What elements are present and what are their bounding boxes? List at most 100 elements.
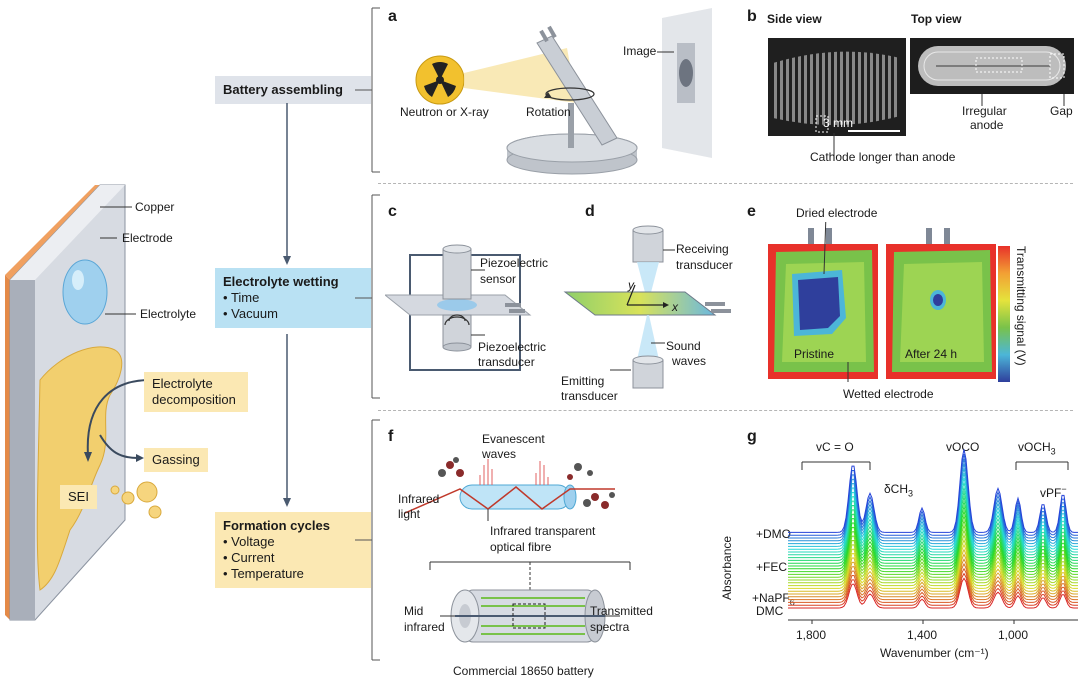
- vco-label: vC = O: [816, 440, 854, 454]
- sei-label: SEI: [60, 485, 97, 509]
- voch3-label: vOCH3: [1018, 440, 1056, 458]
- dch3-text: δCH: [884, 482, 909, 496]
- x-axis-label: Wavenumber (cm⁻¹): [880, 646, 989, 660]
- infrared-label-1: Infrared: [398, 492, 440, 506]
- irregular-label: Irregular: [962, 104, 1007, 118]
- cathode-label: Cathode longer than anode: [810, 150, 956, 164]
- gap-label: Gap: [1050, 104, 1073, 118]
- spectrum-line: [788, 567, 1078, 603]
- spectrum-line: [788, 538, 1078, 587]
- panel-letter-a: a: [388, 8, 397, 25]
- mid-infrared-label-2: infrared: [404, 620, 445, 634]
- sensor-label-1: Piezoelectric: [480, 256, 549, 270]
- spectrum-line: [788, 482, 1078, 553]
- rotation-label: Rotation: [526, 105, 571, 119]
- top-view-title: Top view: [911, 12, 962, 26]
- transducer-label-2: transducer: [478, 355, 535, 369]
- spectrum-line: [788, 562, 1078, 601]
- axis-x-label: x: [672, 300, 678, 314]
- spectrum-line: [788, 463, 1078, 542]
- spectrum-line: [788, 519, 1078, 575]
- spectrum-line: [788, 553, 1078, 595]
- copper-label: Copper: [135, 200, 175, 214]
- panel-letter-g: g: [747, 428, 757, 445]
- spectrum-line: [788, 453, 1078, 536]
- vpf-sup: −: [1061, 484, 1067, 494]
- mid-infrared-label-1: Mid: [404, 604, 424, 618]
- voch3-text: vOCH: [1018, 440, 1051, 454]
- electrode-label: Electrode: [122, 231, 173, 245]
- spectrum-line: [788, 495, 1078, 561]
- spectrum-line: [788, 449, 1078, 533]
- top-view-image: [910, 38, 1074, 94]
- stage-title: Electrolyte wetting: [223, 274, 339, 289]
- panel-e-maps: [768, 222, 996, 382]
- spectrum-line: [788, 477, 1078, 550]
- panel-letter-e: e: [747, 203, 756, 220]
- panel-d-illustration: [563, 225, 731, 389]
- x-tick: 1,800: [796, 628, 827, 642]
- gassing-label: Gassing: [144, 448, 208, 472]
- spectrum-line: [788, 533, 1078, 584]
- panel-letter-d: d: [585, 203, 595, 220]
- emitting-label-2: transducer: [561, 389, 618, 403]
- decomposition-label: Electrolyte decomposition: [144, 372, 248, 412]
- stage-electrolyte-wetting: Electrolyte wetting Time Vacuum: [215, 268, 371, 328]
- row-divider: [378, 410, 1073, 411]
- series-label-dmc: DMC: [756, 604, 784, 618]
- stage-item: Time: [223, 290, 363, 306]
- vpf-text: vPF: [1040, 486, 1062, 500]
- stage-formation-cycles: Formation cycles Voltage Current Tempera…: [215, 512, 371, 588]
- stage-item: Temperature: [223, 566, 363, 582]
- emitting-label-1: Emitting: [561, 374, 605, 388]
- spectrum-line: [788, 487, 1078, 556]
- panel-f-battery: [429, 561, 631, 643]
- stage-item: Vacuum: [223, 306, 363, 322]
- spectrum-line: [788, 468, 1078, 545]
- axis-y-label: y: [628, 278, 634, 292]
- receiving-label-2: transducer: [676, 258, 733, 272]
- evanescent-label-2: waves: [482, 447, 517, 461]
- pristine-label: Pristine: [794, 347, 835, 361]
- voch3-sub: 3: [1050, 446, 1056, 457]
- spectrum-line: [788, 490, 1078, 559]
- cell-illustration: [5, 184, 162, 621]
- scale-bar-label: 3 mm: [823, 116, 853, 130]
- spectrum-line: [788, 543, 1078, 589]
- spectrum-line: [788, 572, 1078, 606]
- series-label-fec: +FEC: [756, 560, 788, 574]
- sound-label-1: Sound: [666, 339, 701, 353]
- sound-label-2: waves: [672, 354, 707, 368]
- panel-letter-f: f: [388, 428, 394, 445]
- x-tick: 1,400: [907, 628, 938, 642]
- spectrum-line: [788, 524, 1078, 578]
- colorbar-label: Transmitting signal (V): [1014, 246, 1028, 366]
- receiving-label-1: Receiving: [676, 242, 729, 256]
- spectrum-line: [788, 504, 1078, 567]
- infrared-label-2: light: [398, 507, 421, 521]
- electrolyte-label: Electrolyte: [140, 307, 197, 321]
- transmitted-label-2: spectra: [590, 620, 630, 634]
- row-divider: [378, 183, 1073, 184]
- spectrum-line: [788, 458, 1078, 539]
- side-view-image: [768, 38, 906, 136]
- panel-letter-c: c: [388, 203, 397, 220]
- panel-letter-b: b: [747, 8, 757, 25]
- stage-arrows: [283, 7, 380, 661]
- colorbar: [998, 246, 1010, 382]
- stage-item: Voltage: [223, 534, 363, 550]
- spectra-plot: [788, 449, 1078, 624]
- anode-label: anode: [970, 118, 1004, 132]
- spectrum-line: [788, 557, 1078, 598]
- vpf-label: vPF−: [1040, 482, 1067, 500]
- dried-electrode-label: Dried electrode: [796, 206, 878, 220]
- spectrum-line: [788, 509, 1078, 570]
- spectrum-line: [788, 577, 1078, 609]
- panel-c-illustration: [385, 244, 532, 371]
- panel-f-fibre: [404, 457, 615, 521]
- image-label: Image: [623, 44, 657, 58]
- dch3-sub: 3: [908, 488, 914, 499]
- battery-label: Commercial 18650 battery: [453, 664, 594, 678]
- spectrum-line: [788, 548, 1078, 592]
- voco-label: vOCO: [946, 440, 980, 454]
